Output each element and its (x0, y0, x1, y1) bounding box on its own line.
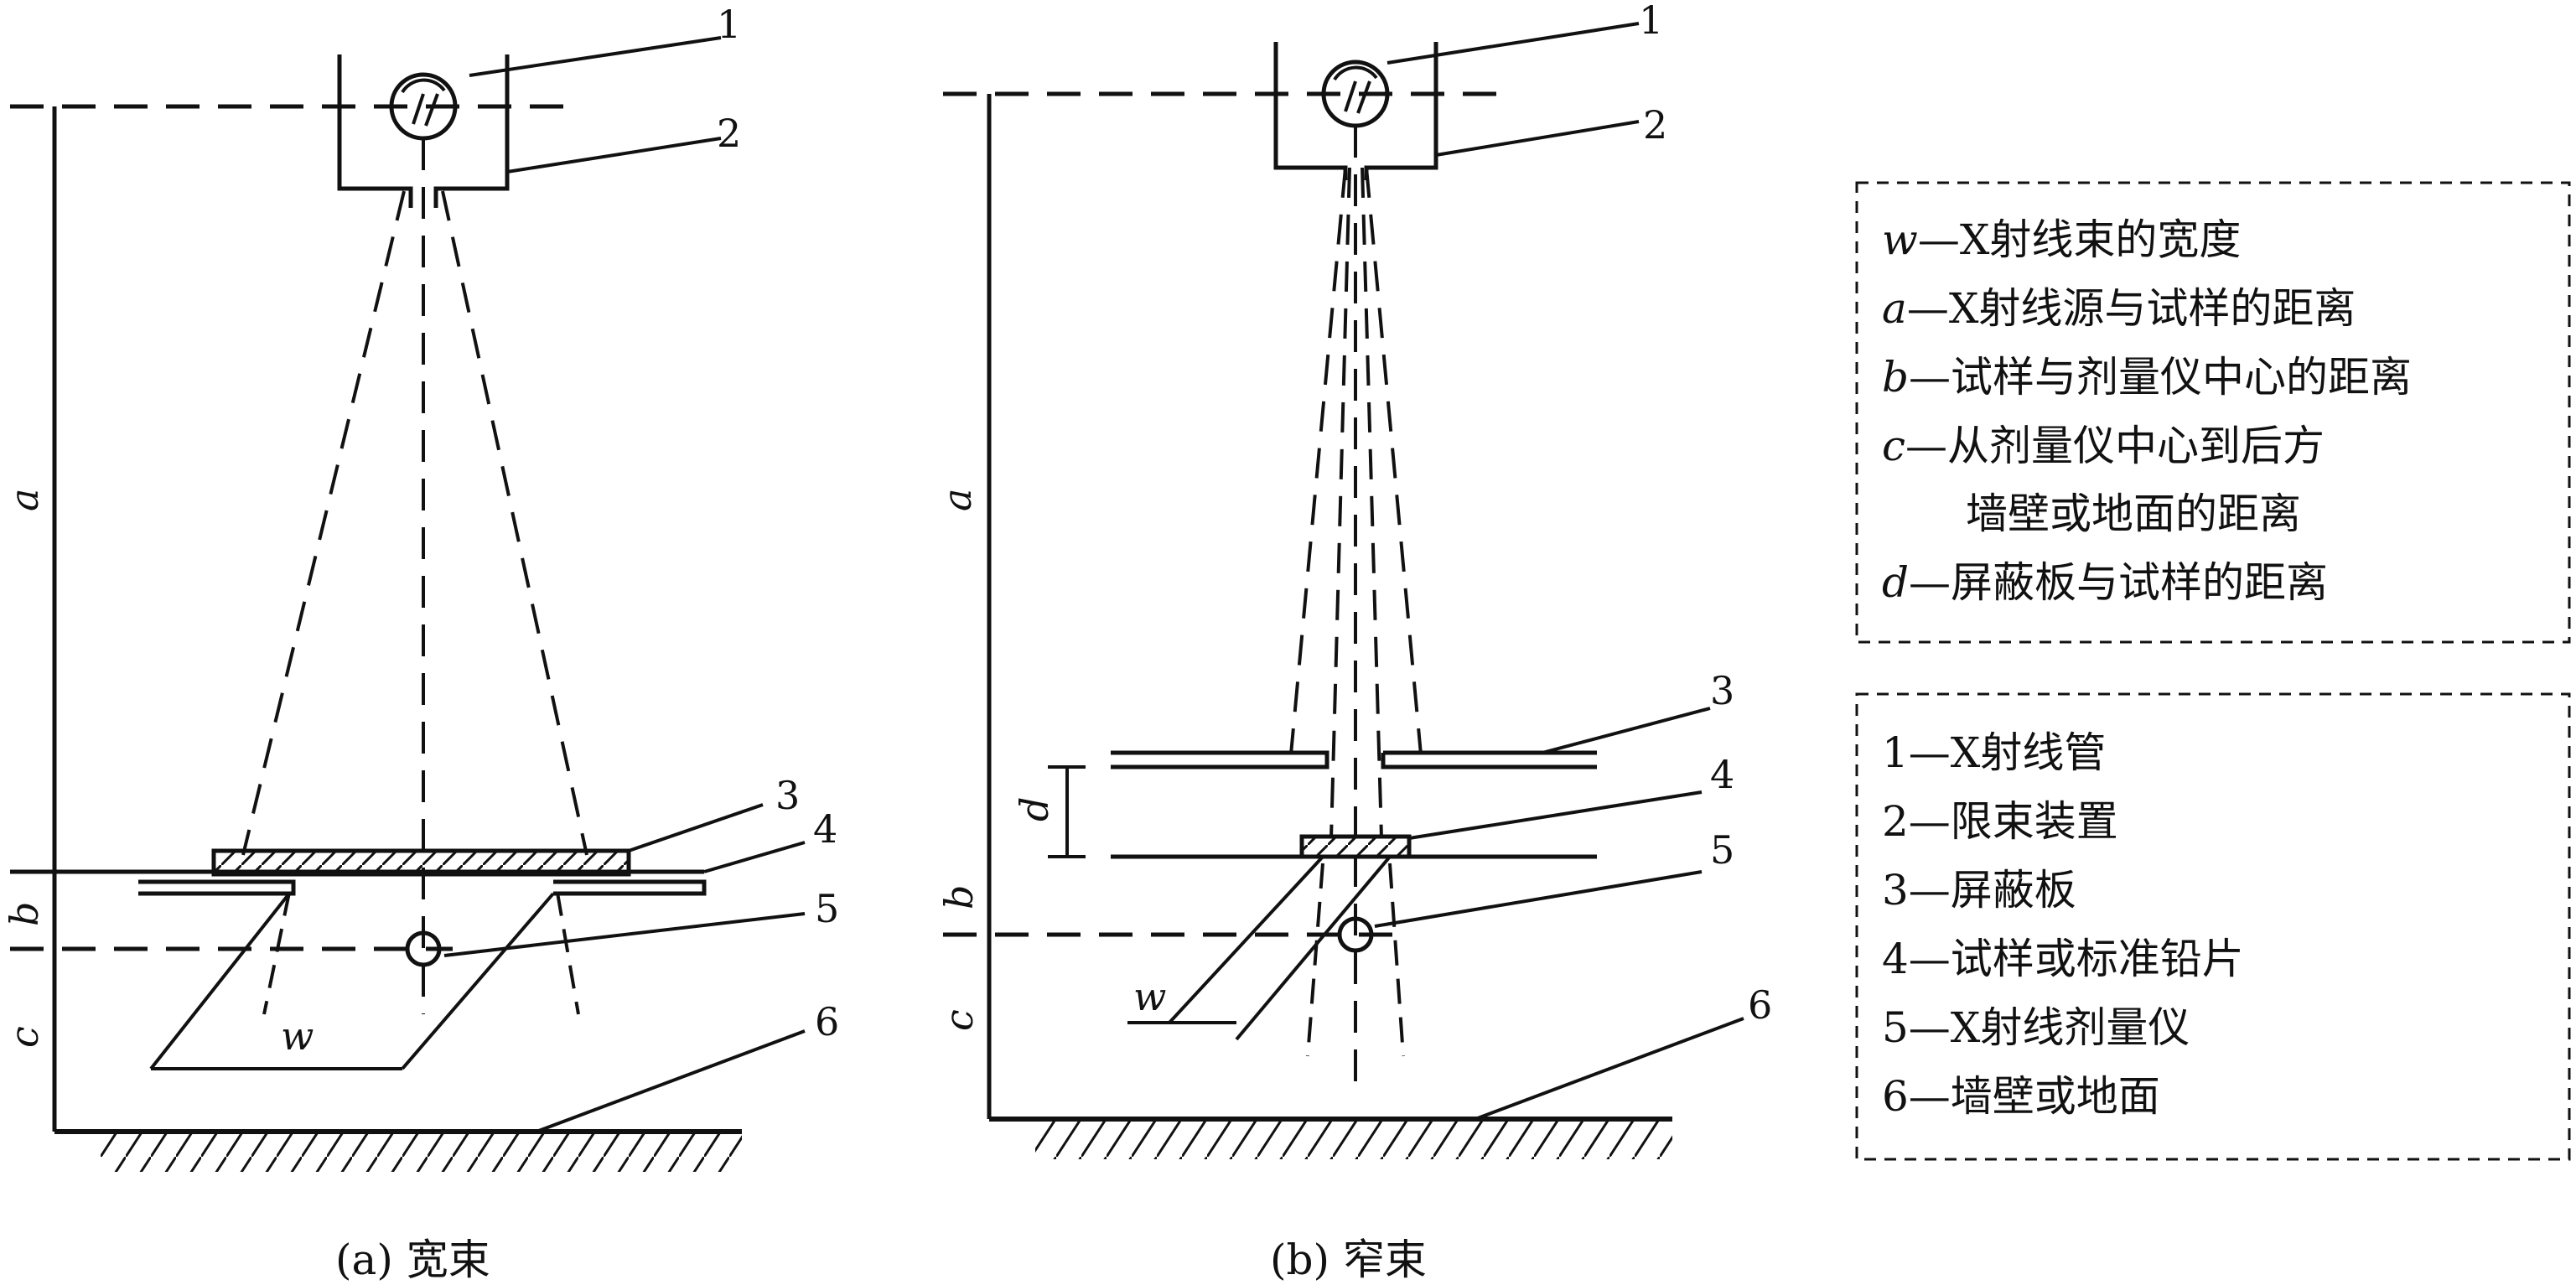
dim-b-narrow: b (936, 885, 982, 909)
legend-symbols-box: w—X射线束的宽度 a—X射线源与试样的距离 b—试样与剂量仪中心的距离 c—从… (1855, 181, 2571, 644)
legend-symbol-b: b—试样与剂量仪中心的距离 (1882, 353, 2412, 402)
ground-hatch-b (1035, 1121, 1672, 1159)
legend-part-3: 3—屏蔽板 (1882, 866, 2076, 915)
callout-5-b: 5 (1710, 827, 1734, 873)
narrow-beam-panel: 1 2 3 4 5 6 a d b c w (b) 窄束 (935, 0, 1772, 1284)
sample-sheet-a (138, 879, 707, 896)
callout-1-b: 1 (1639, 0, 1663, 43)
dim-b-wide: b (2, 902, 47, 926)
legend-parts-box: 1—X射线管 2—限束装置 3—屏蔽板 4—试样或标准铅片 5—X射线剂量仪 6… (1855, 692, 2571, 1161)
wide-beam-panel: 1 2 3 4 5 6 a b c w (a) 宽束 (2, 2, 839, 1284)
caption-narrow-beam: (b) 窄束 (1270, 1236, 1427, 1284)
shielding-plate-b (1111, 750, 1597, 769)
callout-3-b: 3 (1710, 668, 1734, 713)
legend-symbol-a: a—X射线源与试样的距离 (1882, 284, 2356, 333)
legend-symbol-c-cont: 墙壁或地面的距离 (1966, 490, 2301, 538)
dim-a-narrow: a (935, 489, 980, 511)
legend-part-6: 6—墙壁或地面 (1882, 1072, 2160, 1121)
collimator-housing-a (337, 54, 510, 208)
legend-part-5: 5—X射线剂量仪 (1882, 1003, 2190, 1052)
caption-wide-beam: (a) 宽束 (335, 1236, 490, 1284)
callout-2-a: 2 (717, 111, 741, 156)
ground-hatch-a (101, 1133, 742, 1172)
callout-1-a: 1 (717, 2, 741, 47)
callout-5-a: 5 (815, 886, 839, 931)
dosimeter-icon (405, 930, 442, 967)
dim-d-narrow: d (1012, 797, 1057, 821)
legend-symbol-c: c—从剂量仪中心到后方 (1882, 422, 2325, 470)
dim-w-wide: w (281, 1013, 314, 1059)
callout-6-b: 6 (1748, 982, 1772, 1028)
legend-part-1: 1—X射线管 (1882, 728, 2106, 777)
dim-c-narrow: c (936, 1009, 982, 1031)
callout-4-a: 4 (813, 806, 837, 852)
legend-part-2: 2—限束装置 (1882, 797, 2118, 846)
dosimeter-icon (1337, 916, 1374, 953)
dim-a-wide: a (2, 489, 47, 511)
dim-c-wide: c (2, 1026, 47, 1048)
dim-w-narrow: w (1133, 974, 1166, 1019)
legend-symbol-w: w—X射线束的宽度 (1882, 215, 2241, 264)
callout-6-a: 6 (815, 999, 839, 1044)
legend-part-4: 4—试样或标准铅片 (1882, 935, 2244, 983)
callout-2-b: 2 (1643, 102, 1667, 148)
sample-sheet-b (1299, 834, 1412, 859)
callout-3-a: 3 (775, 773, 800, 818)
legend-symbol-d: d—屏蔽板与试样的距离 (1882, 558, 2328, 607)
callout-4-b: 4 (1710, 752, 1734, 797)
